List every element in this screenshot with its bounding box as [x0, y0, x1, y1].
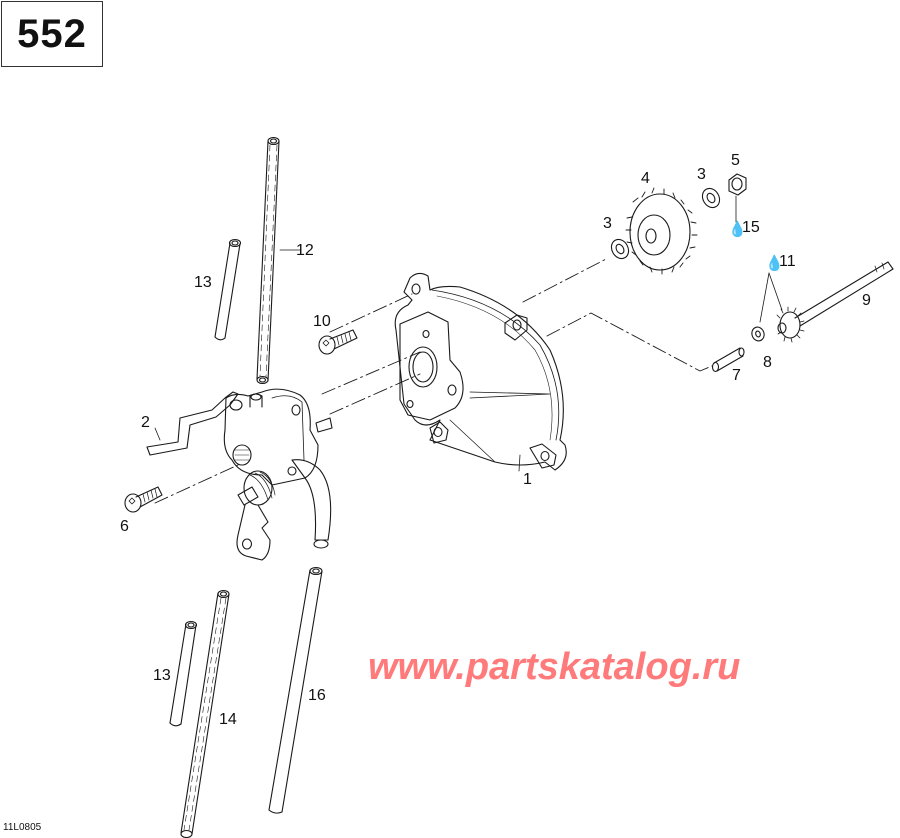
- callout-8[interactable]: 8: [763, 354, 772, 371]
- callout-14[interactable]: 14: [219, 711, 237, 728]
- hose-16: [268, 566, 323, 814]
- callout-15[interactable]: 15: [742, 219, 760, 236]
- callout-4[interactable]: 4: [641, 170, 650, 187]
- oil-pump-assembly: [146, 388, 333, 561]
- callout-6[interactable]: 6: [120, 518, 129, 535]
- assembly-leader-lines: [154, 257, 713, 504]
- hose-12: [256, 136, 280, 385]
- oil-drop-icon: 💧: [728, 221, 747, 238]
- callout-9[interactable]: 9: [862, 292, 871, 309]
- washer-8: [751, 326, 765, 342]
- drawing-code: 11L0805: [3, 822, 42, 833]
- watermark-link[interactable]: www.partskatalog.ru: [368, 646, 741, 688]
- callout-16[interactable]: 16: [308, 687, 326, 704]
- callout-7[interactable]: 7: [732, 367, 741, 384]
- pump-shaft-9: [776, 261, 894, 343]
- callout-3-lower[interactable]: 3: [603, 215, 612, 232]
- page-number: 552: [17, 11, 87, 56]
- screw-6: [124, 486, 163, 513]
- callout-2[interactable]: 2: [141, 414, 150, 431]
- nut-5: [728, 173, 747, 223]
- pin-7: [711, 347, 745, 373]
- washer-3-upper: [701, 187, 721, 209]
- screw-10: [318, 329, 358, 355]
- callout-10[interactable]: 10: [313, 313, 331, 330]
- callout-13-lower[interactable]: 13: [153, 667, 171, 684]
- callout-5[interactable]: 5: [731, 152, 740, 169]
- callout-3-upper[interactable]: 3: [697, 166, 706, 183]
- callout-1[interactable]: 1: [523, 471, 532, 488]
- callout-leaders: [154, 249, 521, 472]
- lubricant-11-leaders: [759, 272, 783, 323]
- callout-11[interactable]: 11: [779, 253, 796, 270]
- callout-13-upper[interactable]: 13: [194, 274, 212, 291]
- oil-drop-icon: 💧: [765, 255, 784, 272]
- hose-13-upper: [214, 238, 242, 341]
- gear-4: [625, 187, 698, 275]
- page-number-box: 552: [1, 1, 103, 67]
- hose-13-lower: [169, 620, 198, 727]
- cover-1: [394, 272, 567, 471]
- hose-14: [180, 589, 230, 838]
- washer-3-lower: [610, 238, 630, 260]
- callout-12[interactable]: 12: [296, 242, 314, 259]
